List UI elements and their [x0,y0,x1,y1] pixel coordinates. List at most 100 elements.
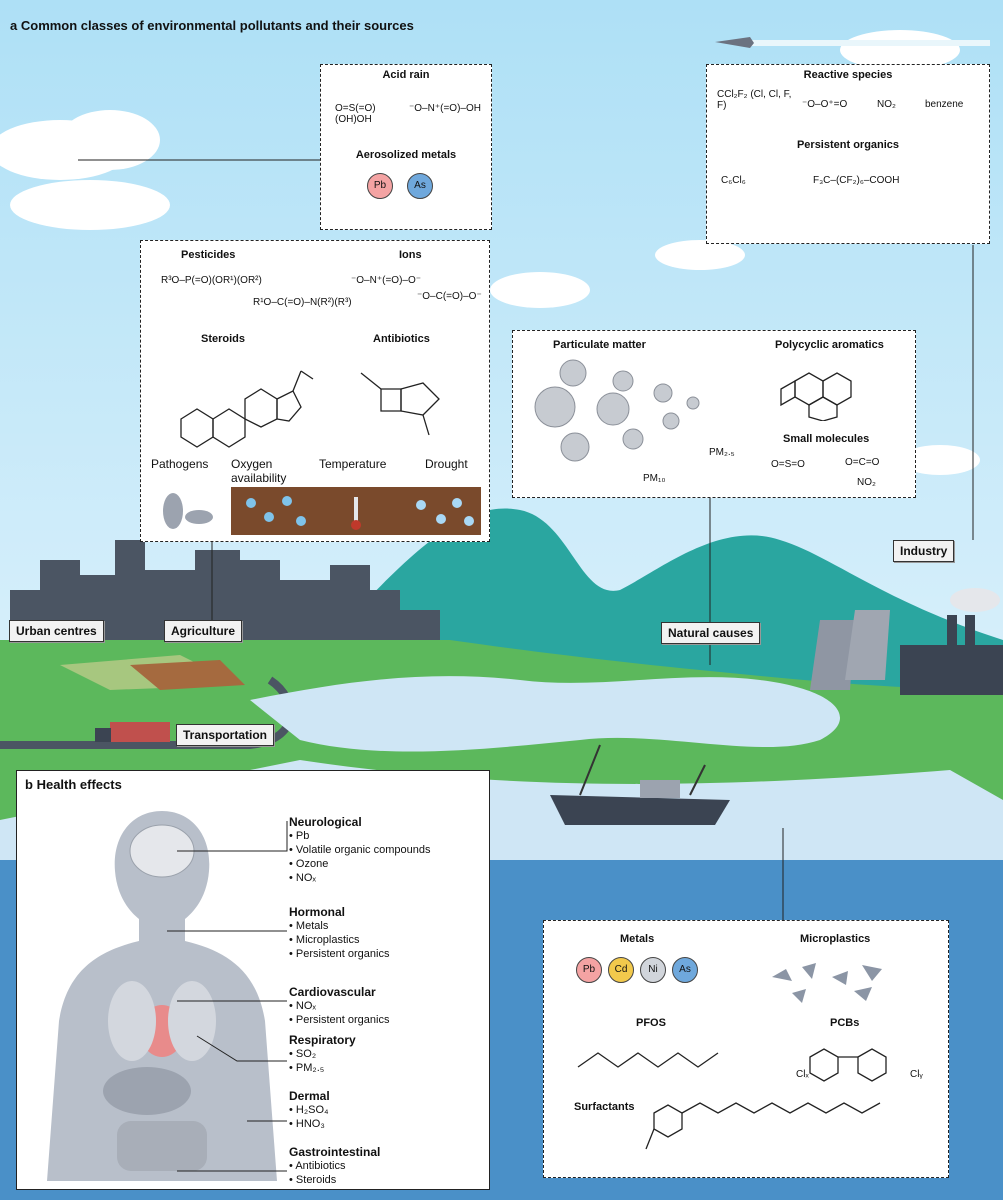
health-connector-lines [167,821,288,1172]
panel-a-title: a Common classes of environmental pollut… [10,18,414,33]
reactive-species-box: Reactive species CCl₂F₂ (Cl, Cl, F, F) ⁻… [706,64,990,244]
health-item: Steroids [289,1173,380,1187]
truck-icon [95,722,170,742]
health-item: SO₂ [289,1047,356,1061]
surfactants-title: Surfactants [574,1101,635,1113]
water-pollutants-box: Metals Microplastics Pb Cd Ni As PFOS PC… [543,920,949,1178]
source-agriculture: Agriculture [164,620,243,642]
ship-icon [550,744,730,825]
health-item: H₂SO₄ [289,1103,330,1117]
health-group-neurological: Neurological Pb Volatile organic compoun… [289,815,430,885]
environmental-factor-icons [163,487,481,535]
reactive-species-title: Reactive species [803,69,893,81]
nitrate-structure: ⁻O–N⁺(=O)–O⁻ [351,275,422,286]
no2-small-label: NO₂ [857,477,876,488]
ions-title: Ions [399,249,422,261]
cfc-structure: CCl₂F₂ (Cl, Cl, F, F) [717,89,792,111]
surfactant-structure [645,1102,881,1150]
health-group-gastrointestinal: Gastrointestinal Antibiotics Steroids [289,1145,380,1187]
river [250,676,840,752]
panel-b-title-text: Health effects [36,777,122,792]
health-effects-panel: b Health effects Neurological Pb Volatil… [16,770,490,1190]
source-urban-centres: Urban centres [9,620,104,642]
agriculture-pollutants-box: Pesticides Ions R³O–P(=O)(OR¹)(OR²) R¹O–… [140,240,490,542]
water-metal-ni: Ni [640,957,666,983]
health-group-title: Neurological [289,815,362,829]
health-item: Antibiotics [289,1159,380,1173]
factor-temperature: Temperature [319,457,387,471]
health-item: NOₓ [289,999,389,1013]
city-skyline [10,540,440,650]
antibiotics-title: Antibiotics [373,333,430,345]
health-item: Persistent organics [289,1013,390,1027]
health-group-hormonal: Hormonal Metals Microplastics Persistent… [289,905,389,961]
pm25-label: PM₂.₅ [709,447,735,458]
hexachlorobenzene-structure: C₆Cl₆ [721,175,746,186]
pyrene-structure [780,372,852,421]
health-item: Microplastics [289,933,389,947]
metal-as-badge: As [407,173,433,199]
ozone-structure: ⁻O–O⁺=O [802,99,848,110]
co2-structure: O=C=O [845,457,880,468]
health-item: Metals [289,919,389,933]
panel-b-letter: b [25,777,33,792]
health-group-title: Gastrointestinal [289,1145,381,1159]
panel-a-letter: a [10,18,18,33]
water-metal-pb: Pb [576,957,602,983]
health-group-respiratory: Respiratory SO₂ PM₂.₅ [289,1033,356,1075]
particulate-box: Particulate matter Polycyclic aromatics … [512,330,916,498]
steroid-antibiotic-structures [180,370,440,448]
factory-icon [810,588,1003,695]
persistent-organics-title: Persistent organics [796,139,900,151]
health-item: NOₓ [289,871,430,885]
polycyclic-title: Polycyclic aromatics [775,339,884,351]
pm10-label: PM₁₀ [643,473,666,484]
health-group-title: Dermal [289,1089,330,1103]
pcb-clx: Clₓ [796,1069,809,1080]
health-group-cardiovascular: Cardiovascular NOₓ Persistent organics [289,985,389,1027]
acid-rain-title: Acid rain [382,69,430,81]
pfos-title: PFOS [636,1017,666,1029]
pfoa-structure: F₃C–(CF₂)₆–COOH [813,175,900,186]
factor-oxygen: Oxygen availability [231,457,287,485]
sulfuric-acid-structure: O=S(=O)(OH)OH [335,103,376,125]
pcb-structure [809,1048,887,1082]
organophosphate-structure: R³O–P(=O)(OR¹)(OR²) [161,275,262,286]
health-item: Ozone [289,857,430,871]
acid-rain-box: Acid rain O=S(=O)(OH)OH ⁻O–N⁺(=O)–OH Aer… [320,64,492,230]
panel-a-title-text: Common classes of environmental pollutan… [20,18,414,33]
source-industry: Industry [893,540,955,562]
pfos-structure [577,1052,719,1068]
source-natural-causes: Natural causes [661,622,761,644]
airplane-icon [715,37,990,48]
pcb-cly: Clᵧ [910,1069,923,1080]
panel-b-title: b Health effects [25,777,122,792]
microplastics-title: Microplastics [800,933,871,945]
water-metals-title: Metals [620,933,655,945]
health-group-dermal: Dermal H₂SO₄ HNO₃ [289,1089,330,1131]
so2-structure: O=S=O [771,459,805,470]
carbamate-structure: R¹O–C(=O)–N(R²)(R³) [253,297,352,308]
particle-spheres [534,359,700,462]
carbonate-structure: ⁻O–C(=O)–O⁻ [417,291,482,302]
steroids-title: Steroids [201,333,246,345]
microplastics-fragments [772,963,882,1003]
health-item: Pb [289,829,430,843]
health-item: PM₂.₅ [289,1061,356,1075]
small-molecules-title: Small molecules [783,433,870,445]
water-metal-as: As [672,957,698,983]
no2-label: NO₂ [877,99,896,110]
benzene-structure: benzene [925,99,964,110]
factor-drought: Drought [425,457,468,471]
particulate-title: Particulate matter [553,339,646,351]
water-metal-cd: Cd [608,957,634,983]
health-group-title: Respiratory [289,1033,356,1047]
health-item: Volatile organic compounds [289,843,431,857]
aerosolized-metals-title: Aerosolized metals [355,149,457,161]
factor-pathogens: Pathogens [151,457,209,471]
pcbs-title: PCBs [830,1017,860,1029]
health-item: HNO₃ [289,1117,330,1131]
pesticides-title: Pesticides [181,249,236,261]
health-item: Persistent organics [289,947,390,961]
metal-pb-badge: Pb [367,173,393,199]
